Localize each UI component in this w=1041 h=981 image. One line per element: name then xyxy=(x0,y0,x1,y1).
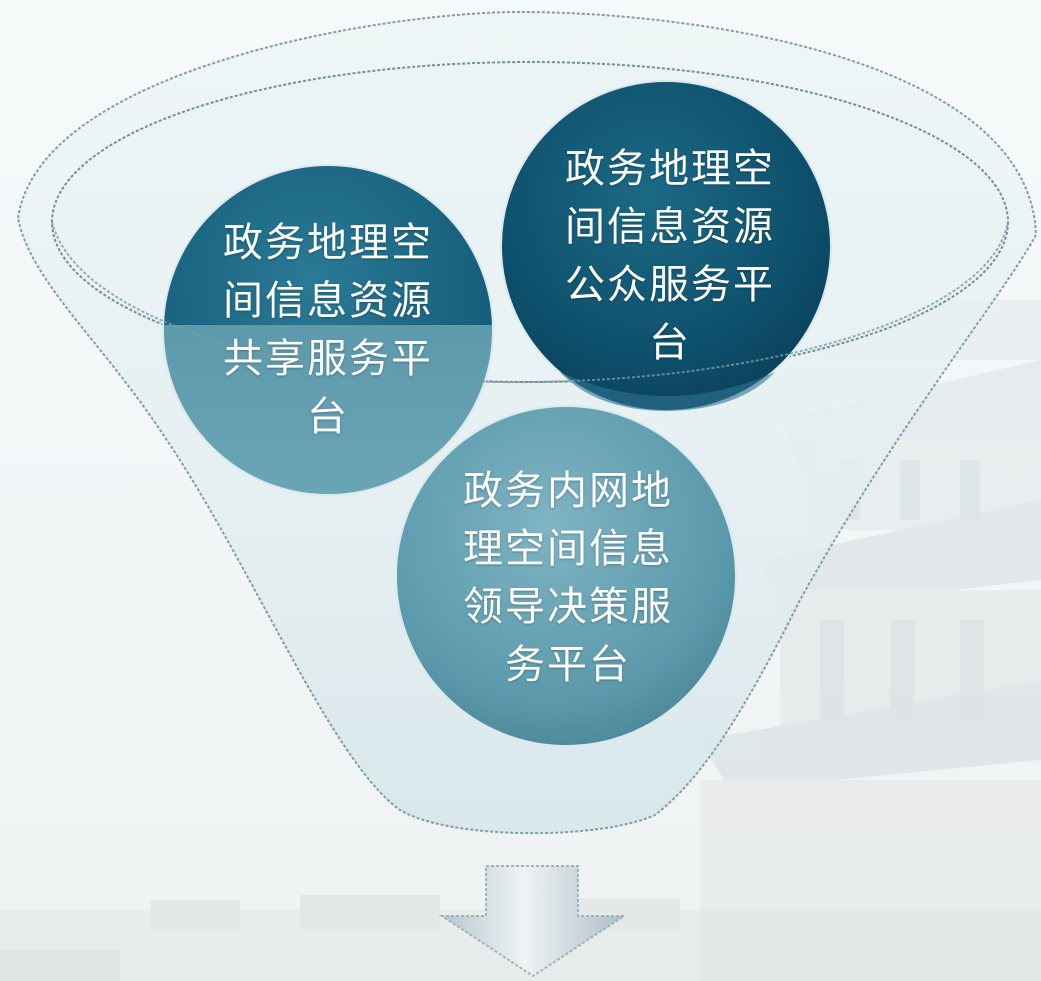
circle-public-label: 政务地理空 间信息资源 公众服务平 台 xyxy=(565,146,775,366)
down-arrow-icon xyxy=(438,865,628,978)
circle-public-lower-sliver xyxy=(560,372,775,411)
circle-shared-lower xyxy=(162,325,494,496)
circle-intranet-label: 政务内网地 理空间信息 领导决策服 务平台 xyxy=(463,468,673,688)
funnel-rim-front xyxy=(51,221,1009,384)
circle-intranet xyxy=(395,405,737,747)
circle-shared-upper xyxy=(162,164,494,325)
circle-shared-label: 政务地理空 间信息资源 共享服务平 台 xyxy=(223,220,433,440)
